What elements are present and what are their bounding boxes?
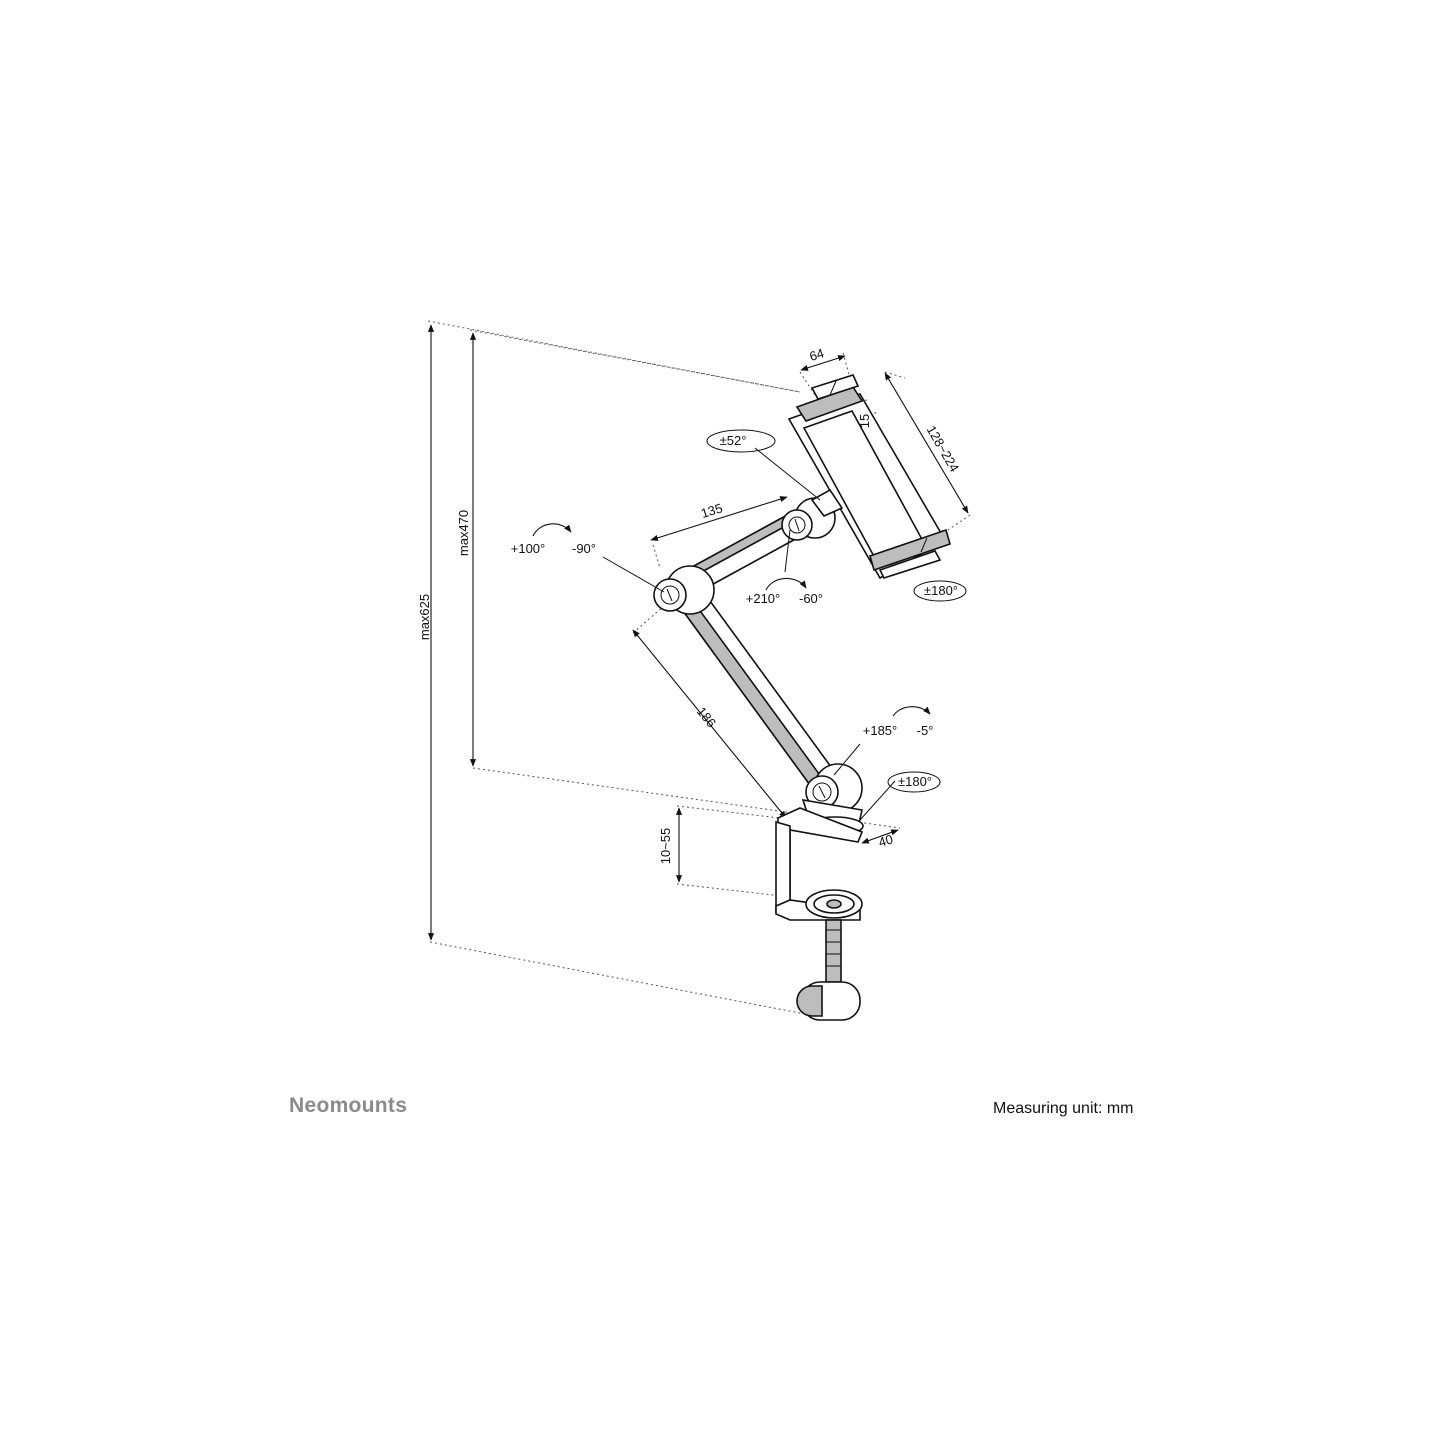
brand-logo: Neomounts (289, 1094, 408, 1117)
elbow-down-label: -90° (572, 541, 596, 556)
extension-lines (427, 320, 971, 1016)
total-height-label: max625 (417, 594, 432, 640)
head-down-label: -60° (799, 591, 823, 606)
shoulder-down-label: -5° (917, 723, 934, 738)
base-rotate-label: ±180° (898, 774, 932, 789)
shoulder-up-label: +185° (863, 723, 897, 738)
tilt-label: ±52° (720, 433, 747, 448)
head-joint (781, 488, 844, 541)
base-width-label: 40 (877, 831, 895, 850)
rotation-arcs (532, 429, 967, 793)
holder-depth-label: 64 (808, 345, 826, 364)
leader-lines (602, 447, 896, 821)
upper-arm-length-label: 135 (699, 500, 724, 521)
elbow-up-label: +100° (511, 541, 545, 556)
arm-height-label: max470 (456, 510, 471, 556)
head-up-label: +210° (746, 591, 780, 606)
rotation-labels: ±52° ±180° ±180° +100° -90° +210° -60° +… (511, 433, 958, 789)
tablet-holder (787, 374, 951, 580)
elbow-joint (653, 565, 715, 615)
measuring-unit-note: Measuring unit: mm (993, 1100, 1134, 1117)
lower-arm-length-label: 186 (694, 704, 719, 730)
desk-clamp (775, 798, 864, 1021)
holder-rotate-label: ±180° (924, 583, 958, 598)
lower-arm (676, 588, 844, 798)
holder-lip-label: 15 (857, 414, 872, 428)
shoulder-joint (805, 763, 863, 813)
clamp-range-label: 10~55 (658, 828, 673, 865)
